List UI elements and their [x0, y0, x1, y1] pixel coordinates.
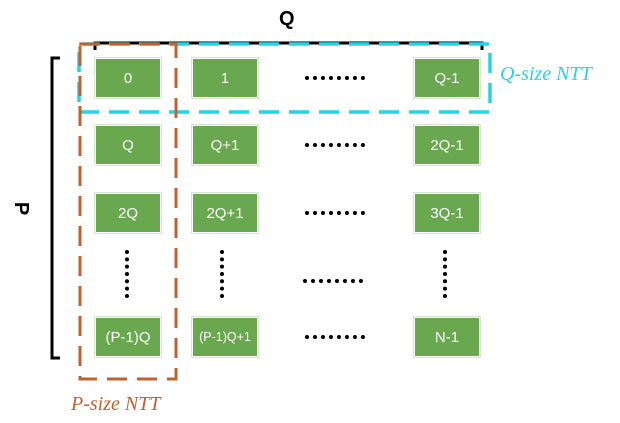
cell-q-minus-1: Q-1 — [414, 58, 480, 98]
p-bracket — [50, 56, 60, 360]
cell-0: 0 — [95, 58, 161, 98]
q-bracket — [93, 41, 484, 50]
cell-3q-minus-1: 3Q-1 — [414, 193, 480, 233]
q-axis-label: Q — [279, 8, 295, 30]
vertical-ellipsis — [443, 250, 447, 298]
horizontal-ellipsis — [305, 335, 365, 339]
p-size-ntt-label: P-size NTT — [71, 393, 161, 415]
cell-1: 1 — [192, 58, 258, 98]
p-axis-label: P — [10, 201, 33, 216]
horizontal-ellipsis — [305, 143, 365, 147]
cell-2q: 2Q — [95, 193, 161, 233]
horizontal-ellipsis — [305, 76, 365, 80]
q-size-ntt-label: Q-size NTT — [500, 63, 592, 85]
cell-p-minus-1-q-plus-1: (P-1)Q+1 — [192, 317, 258, 357]
cell-p-minus-1-q: (P-1)Q — [95, 317, 161, 357]
horizontal-ellipsis — [305, 211, 365, 215]
vertical-ellipsis — [220, 250, 224, 298]
vertical-ellipsis — [125, 250, 129, 298]
cell-2q-plus-1: 2Q+1 — [192, 193, 258, 233]
horizontal-ellipsis — [303, 279, 363, 283]
cell-q: Q — [95, 125, 161, 165]
cell-2q-minus-1: 2Q-1 — [414, 125, 480, 165]
p-size-ntt-box — [78, 42, 178, 381]
cell-n-minus-1: N-1 — [414, 317, 480, 357]
cell-q-plus-1: Q+1 — [192, 125, 258, 165]
